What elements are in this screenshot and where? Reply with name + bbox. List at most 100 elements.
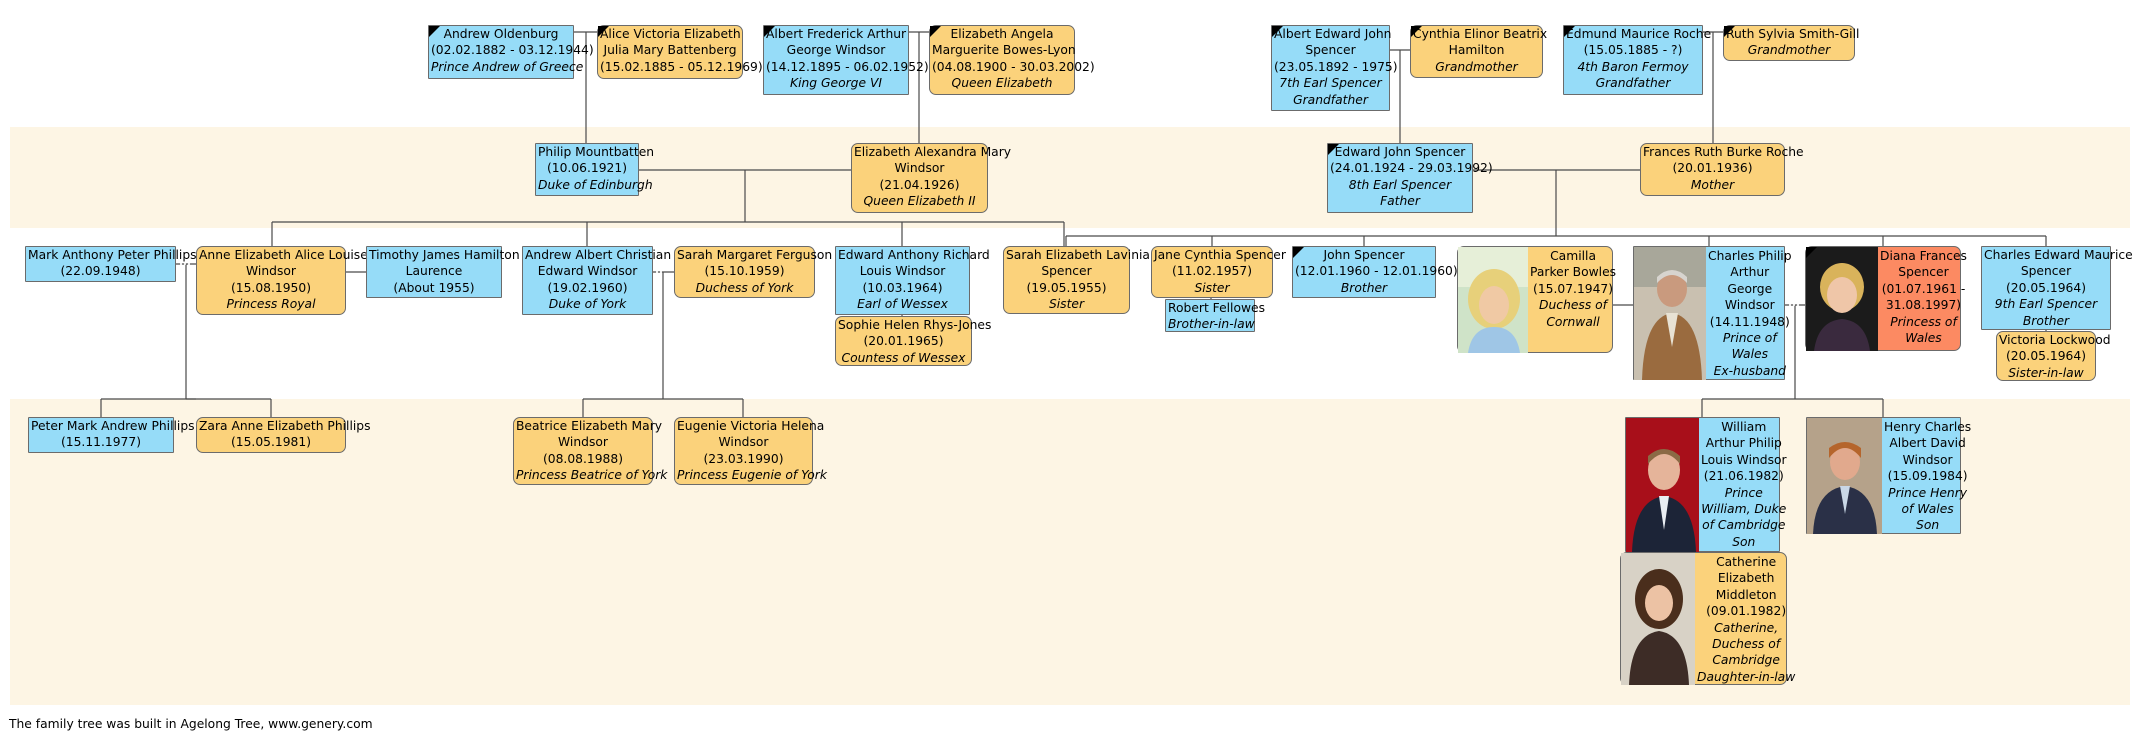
person-details: Jane Cynthia Spencer(11.02.1957)Sister: [1152, 247, 1286, 296]
person-info: George Windsor: [786, 43, 886, 58]
person-title: Cornwall: [1546, 314, 1600, 329]
person-info: (22.09.1948): [60, 264, 141, 279]
person-name: Sarah Elizabeth Lavinia: [1006, 248, 1150, 262]
person-title: of Cambridge: [1702, 518, 1786, 533]
person-info: Hamilton: [1448, 43, 1505, 58]
person-title: Princess of: [1890, 314, 1957, 329]
person-title: Prince of: [1722, 331, 1777, 346]
person-title: Duke of York: [548, 297, 627, 312]
person-card[interactable]: Sophie Helen Rhys-Jones(20.01.1965)Count…: [835, 316, 991, 366]
deceased-marker-icon: [598, 26, 609, 37]
person-info: (15.02.1885 - 05.12.1969): [600, 59, 763, 74]
person-info: Edward Windsor: [537, 264, 638, 279]
person-title: King George VI: [790, 76, 882, 91]
person-details: Andrew Oldenburg(02.02.1882 - 03.12.1944…: [429, 26, 594, 75]
person-info: (23.05.1892 - 1975): [1274, 59, 1398, 74]
person-card[interactable]: Sarah Margaret Ferguson(15.10.1959)Duche…: [674, 246, 832, 298]
person-title: Duchess of: [1539, 298, 1608, 313]
person-info: (15.05.1885 - ?): [1583, 43, 1683, 58]
person-title: Wales: [1731, 347, 1768, 362]
person-info: (24.01.1924 - 29.03.1992): [1330, 161, 1493, 176]
person-info: Windsor: [558, 435, 608, 450]
person-info: Elizabeth: [1717, 571, 1775, 586]
person-name: Cynthia Elinor Beatrix: [1413, 27, 1548, 41]
person-info: (10.06.1921): [546, 161, 627, 176]
portrait-photo: [1621, 553, 1695, 685]
person-name: Diana Frances: [1880, 249, 1967, 263]
person-card[interactable]: Andrew Oldenburg(02.02.1882 - 03.12.1944…: [428, 25, 594, 79]
person-card[interactable]: Zara Anne Elizabeth Phillips(15.05.1981): [196, 417, 371, 453]
person-name: Camilla: [1550, 249, 1596, 263]
person-name: Edward John Spencer: [1334, 145, 1466, 159]
person-card[interactable]: John Spencer(12.01.1960 - 12.01.1960)Bro…: [1292, 246, 1458, 298]
person-name: Eugenie Victoria Helena: [677, 419, 825, 433]
person-title: Queen Elizabeth II: [863, 194, 976, 209]
person-info: Arthur: [1730, 265, 1770, 280]
person-title: Princess Eugenie of York: [677, 468, 827, 483]
person-info: Louis Windsor: [1701, 452, 1787, 467]
person-details: Victoria Lockwood(20.05.1964)Sister-in-l…: [1997, 332, 2111, 381]
person-card[interactable]: Edmund Maurice Roche(15.05.1885 - ?)4th …: [1563, 25, 1711, 95]
person-title: Ex-husband: [1713, 363, 1786, 378]
person-title: Duchess of: [1712, 637, 1781, 652]
person-name: Timothy James Hamilton: [369, 248, 520, 262]
person-name: Peter Mark Andrew Phillips: [31, 419, 195, 433]
person-title: Duchess of York: [695, 280, 794, 295]
person-title: Grandfather: [1293, 92, 1368, 107]
person-title: Father: [1380, 194, 1420, 209]
person-card[interactable]: Mark Anthony Peter Phillips(22.09.1948): [25, 246, 197, 282]
deceased-marker-icon: [1293, 247, 1304, 258]
footer-credit[interactable]: The family tree was built in Agelong Tre…: [9, 717, 373, 731]
person-title: Prince Andrew of Greece: [431, 59, 584, 74]
person-title: Grandmother: [1747, 43, 1831, 58]
portrait-photo: [1626, 418, 1699, 552]
person-title: Princess Beatrice of York: [516, 468, 668, 483]
person-info: (20.01.1965): [863, 334, 944, 349]
person-title: Sister: [1194, 280, 1230, 295]
person-title: Brother: [1340, 280, 1388, 295]
person-card[interactable]: Victoria Lockwood(20.05.1964)Sister-in-l…: [1996, 331, 2111, 381]
person-card[interactable]: Philip Mountbatten(10.06.1921)Duke of Ed…: [535, 143, 655, 196]
person-card[interactable]: Frances Ruth Burke Roche(20.01.1936)Moth…: [1640, 143, 1804, 196]
person-card[interactable]: Peter Mark Andrew Phillips(15.11.1977): [28, 417, 195, 453]
person-details: Sophie Helen Rhys-Jones(20.01.1965)Count…: [836, 317, 991, 366]
person-info: (02.02.1882 - 03.12.1944): [431, 43, 594, 58]
person-info: Middleton: [1715, 587, 1777, 602]
person-name: Philip Mountbatten: [538, 145, 655, 159]
person-card[interactable]: Jane Cynthia Spencer(11.02.1957)Sister: [1151, 246, 1286, 298]
person-info: (21.04.1926): [879, 177, 960, 192]
person-card[interactable]: Edward John Spencer (24.01.1924 - 29.03.1…: [1327, 143, 1493, 213]
person-info: (20.01.1936): [1672, 161, 1753, 176]
person-info: (19.02.1960): [547, 280, 628, 295]
